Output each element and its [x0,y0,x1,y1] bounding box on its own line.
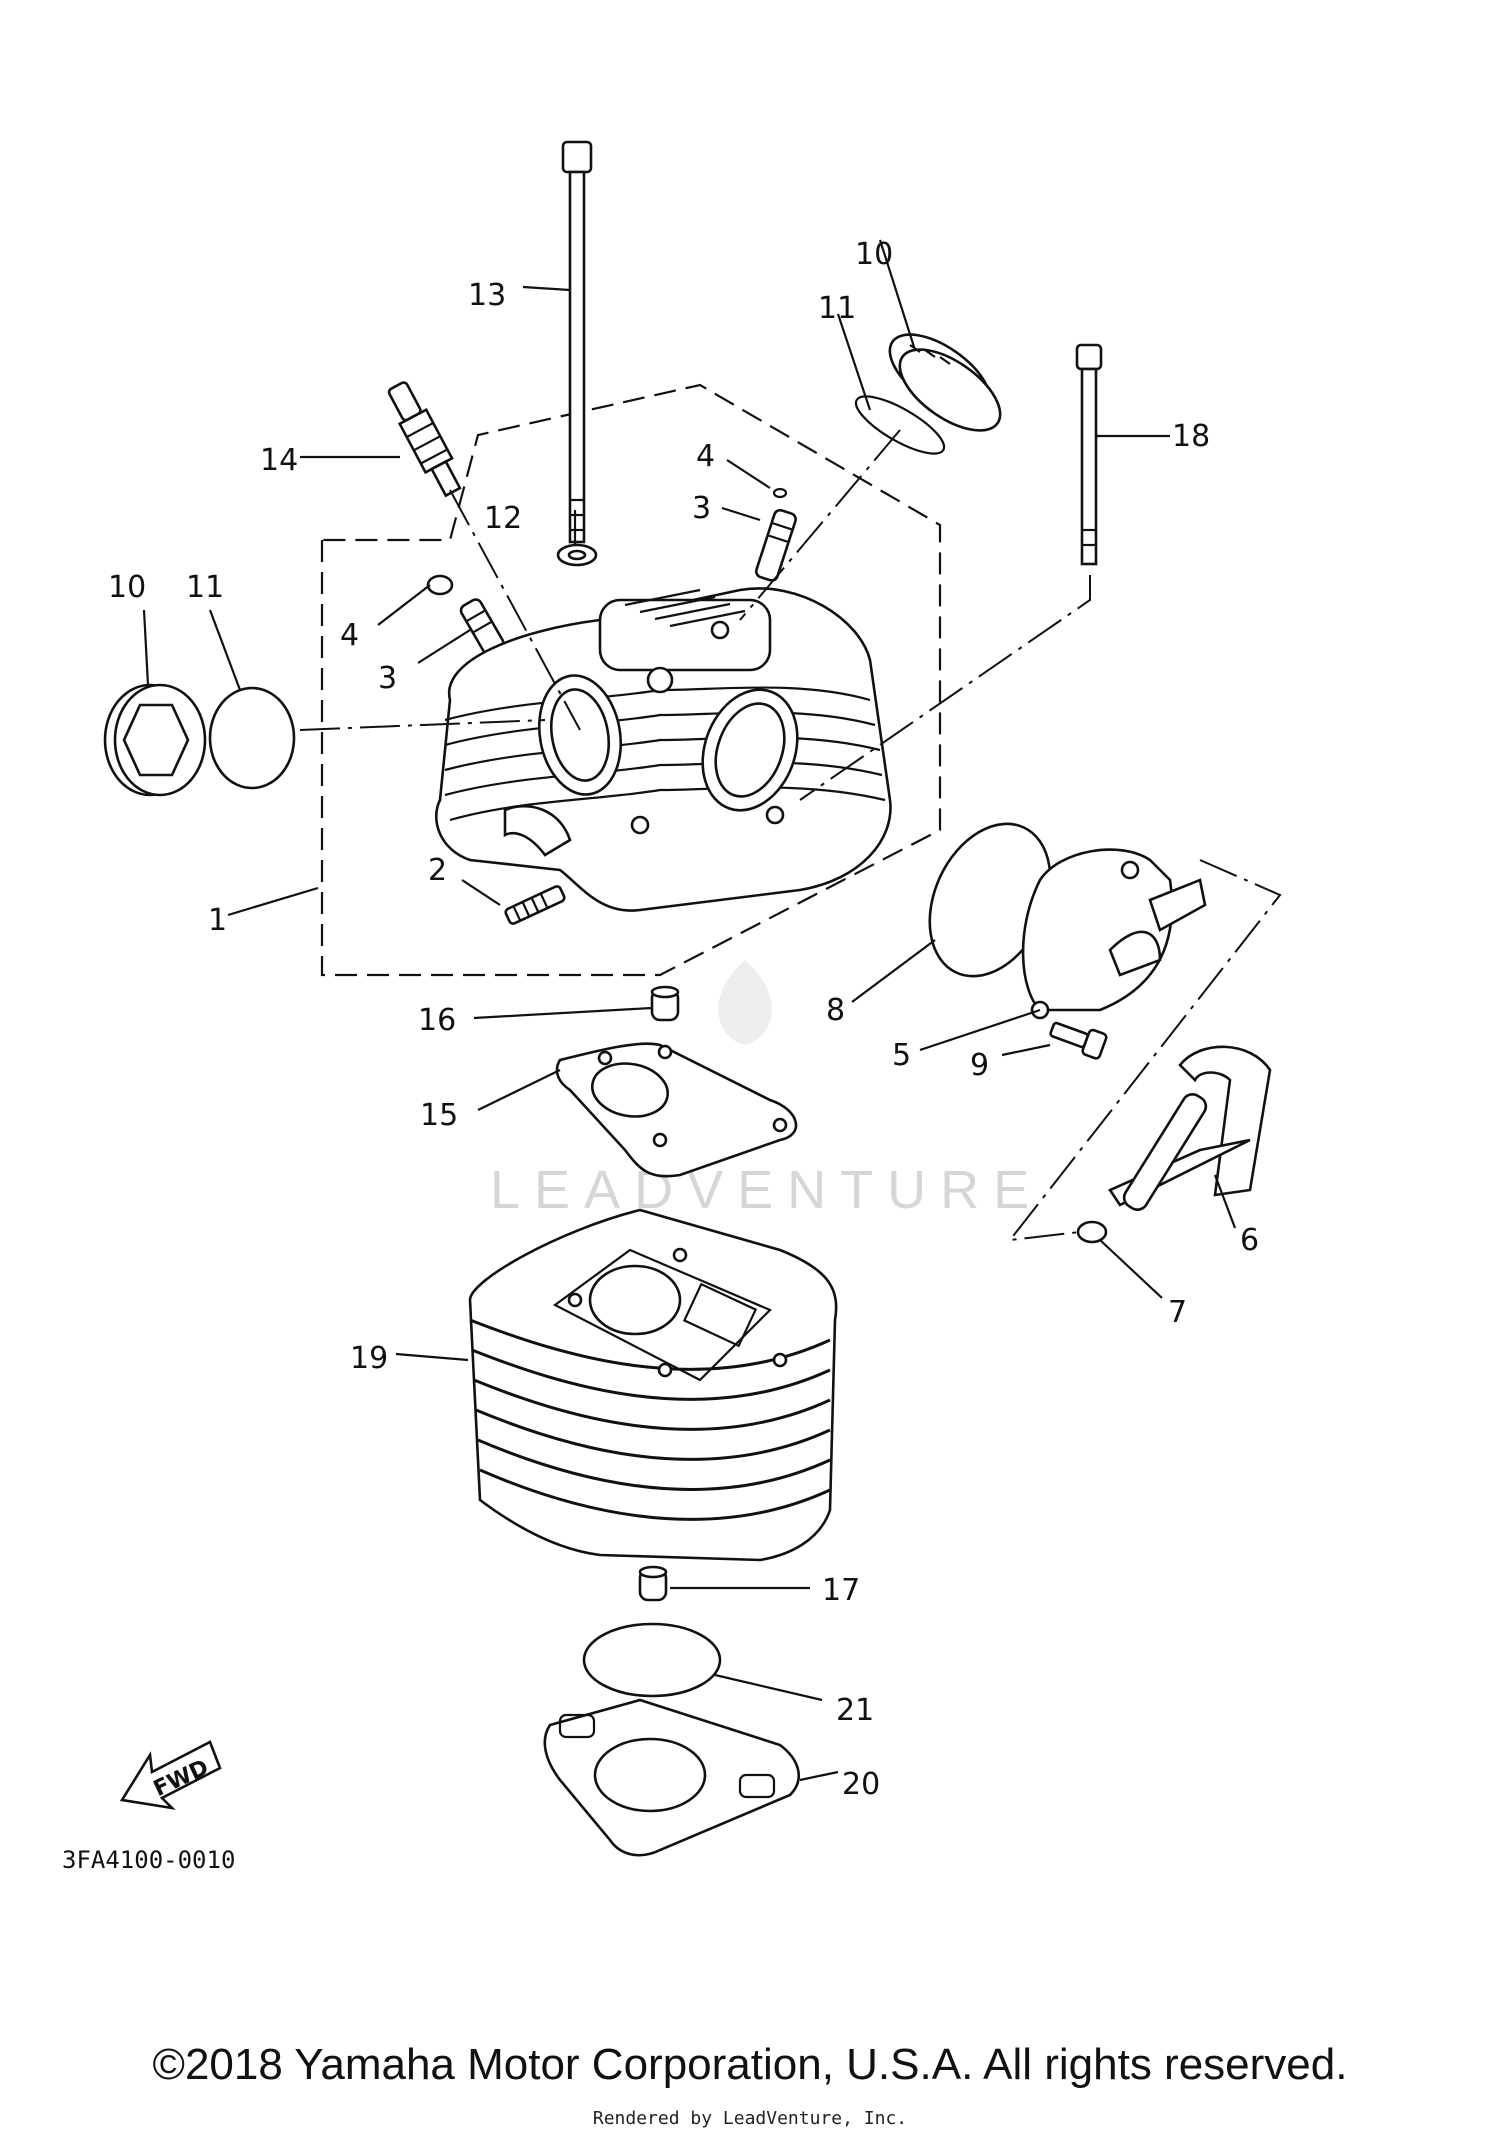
callout-1: 1 [208,903,227,938]
part-21-o-ring [582,1622,722,1698]
callout-11-left: 11 [186,570,224,605]
diagram-part-code: 3FA4100-0010 [62,1846,235,1874]
part-9-bolt [1049,1021,1108,1060]
callout-12: 12 [484,501,522,536]
callout-20: 20 [842,1767,880,1802]
part-16-dowel-pin [650,985,680,1022]
part-20-base-gasket [543,1698,800,1857]
callout-5: 5 [892,1038,911,1073]
head-assembly-outline [320,383,942,977]
callout-leaders [142,239,1237,1782]
callout-13: 13 [468,278,506,313]
callout-19: 19 [350,1341,388,1376]
callout-6: 6 [1240,1223,1259,1258]
part-18-bolt [1075,343,1103,566]
part-2-stud [504,885,566,925]
part-3-valve-right [754,508,797,582]
callout-3-left: 3 [378,661,397,696]
part-4-clip-left [426,574,454,596]
callout-3-right: 3 [692,491,711,526]
callout-10-left: 10 [108,570,146,605]
callout-7: 7 [1168,1295,1187,1330]
dashdot-leaders [299,429,1282,1242]
callout-18: 18 [1172,419,1210,454]
callout-11-right: 11 [818,291,856,326]
part-7-clamp [1076,1220,1108,1244]
part-10-valve-cap-left [103,683,207,797]
part-11-o-ring-left [208,686,296,790]
callout-21: 21 [836,1693,874,1728]
callout-4-left: 4 [340,618,359,653]
part-19-cylinder [468,1208,838,1562]
callout-16: 16 [418,1003,456,1038]
fwd-arrow-icon: FWD [119,1740,222,1810]
watermark-text: LEADVENTURE [490,1160,1043,1220]
callout-labels: 1 2 3 3 4 4 5 6 7 8 9 10 10 11 11 12 13 … [108,237,1259,1802]
part-5-tappet-cover [1021,848,1207,1020]
part-10-valve-cap-right [888,333,1002,432]
callout-10-right: 10 [855,237,893,272]
rendered-by-credit: Rendered by LeadVenture, Inc. [592,2108,908,2129]
callout-8: 8 [826,993,845,1028]
part-15-head-gasket [555,1042,798,1178]
callout-14: 14 [260,443,298,478]
part-4-clip-right [772,487,788,499]
callout-17: 17 [822,1573,860,1608]
part-1-cylinder-head [435,587,892,912]
part-6-breather-hose [1108,1045,1272,1212]
part-14-spark-plug [387,381,462,498]
copyright-notice: ©2018 Yamaha Motor Corporation, U.S.A. A… [152,2040,1348,2089]
callout-4-right: 4 [696,439,715,474]
part-12-washer [556,543,598,567]
callout-15: 15 [420,1098,458,1133]
part-13-stud-bolt [561,140,593,544]
callout-9: 9 [970,1048,989,1083]
part-17-dowel-pin [638,1565,668,1602]
watermark-logo-icon [718,960,772,1045]
callout-2: 2 [428,853,447,888]
